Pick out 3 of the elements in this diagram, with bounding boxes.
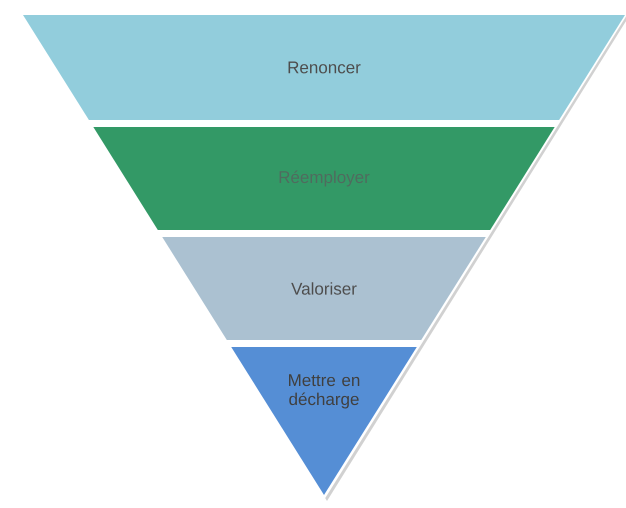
funnel-band: Valoriser (162, 237, 486, 340)
funnel-band: Renoncer (23, 15, 625, 120)
funnel-band: Mettre en décharge (231, 346, 417, 495)
